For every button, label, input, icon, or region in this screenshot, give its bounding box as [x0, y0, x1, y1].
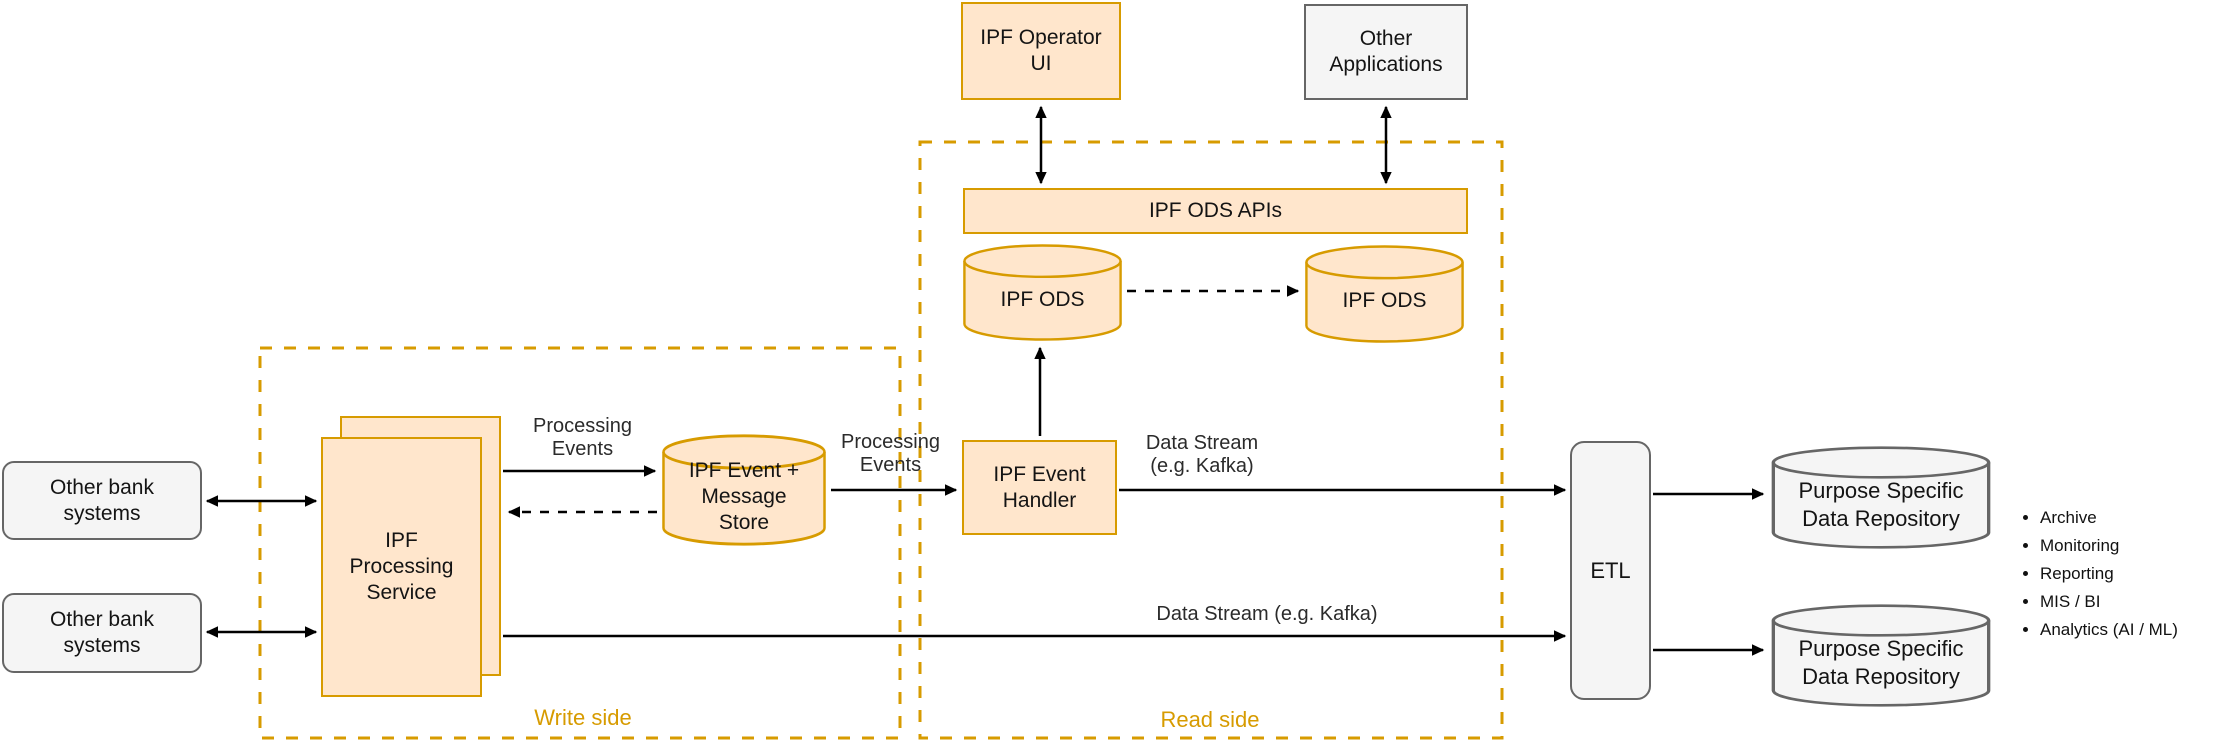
node-other-bank-systems-top: Other bank systems: [2, 461, 202, 540]
node-label: IPF ODS APIs: [1148, 199, 1283, 222]
cylinder-shape: [1771, 604, 1991, 707]
list-item: Archive: [2040, 504, 2226, 532]
node-label: Other Applications: [1329, 27, 1443, 76]
node-ipf-ods-primary: IPF ODS: [962, 243, 1123, 342]
node-repo-top: Purpose Specific Data Repository: [1770, 445, 1992, 550]
node-ipf-ods-apis: IPF ODS APIs: [963, 188, 1468, 234]
node-repo-bottom: Purpose Specific Data Repository: [1770, 603, 1992, 708]
node-etl: ETL: [1570, 441, 1651, 700]
node-other-applications: Other Applications: [1304, 4, 1468, 100]
edge-label-processing-events-in: Processing Events: [841, 431, 940, 476]
node-label: IPF Processing Service: [349, 529, 454, 604]
node-other-bank-systems-bottom: Other bank systems: [2, 593, 202, 673]
node-label: IPF Event Handler: [993, 462, 1086, 512]
edge-label-processing-events-out: Processing Events: [533, 415, 632, 460]
node-ipf-event-message-store: IPF Event + Message Store: [661, 433, 827, 547]
read-side-label: Read side: [1160, 707, 1260, 732]
node-label: Other bank systems: [50, 608, 154, 657]
write-side-label: Write side: [534, 705, 632, 730]
node-label: Purpose Specific Data Repository: [1798, 635, 1964, 689]
node-ipf-processing-service: IPF Processing Service: [321, 437, 482, 697]
list-item: Analytics (AI / ML): [2040, 616, 2226, 644]
list-item: Monitoring: [2040, 532, 2226, 560]
node-ipf-operator-ui: IPF Operator UI: [961, 2, 1121, 100]
node-ipf-event-handler: IPF Event Handler: [962, 440, 1117, 535]
list-item: MIS / BI: [2040, 588, 2226, 616]
edge-label-data-stream-handler: Data Stream (e.g. Kafka): [1145, 432, 1259, 477]
node-label: Purpose Specific Data Repository: [1798, 477, 1964, 531]
list-item: Reporting: [2040, 560, 2226, 588]
repository-purpose-list: Archive Monitoring Reporting MIS / BI An…: [2014, 504, 2226, 644]
node-label: IPF Operator UI: [980, 26, 1102, 75]
node-label: IPF Event + Message Store: [688, 459, 800, 534]
node-label: IPF ODS: [1342, 289, 1427, 312]
node-label: ETL: [1590, 557, 1631, 583]
cylinder-shape: [1771, 446, 1991, 549]
node-ipf-ods-replica: IPF ODS: [1304, 244, 1465, 344]
node-label: IPF ODS: [1000, 287, 1085, 311]
edge-label-data-stream-direct: Data Stream (e.g. Kafka): [1156, 603, 1378, 625]
node-label: Other bank systems: [50, 475, 154, 525]
